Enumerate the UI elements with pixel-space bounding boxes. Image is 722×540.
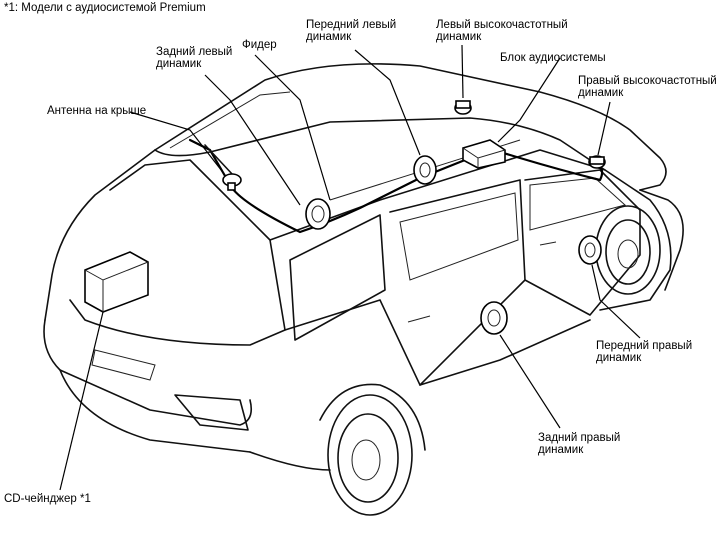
right-tweeter — [588, 155, 606, 169]
label-rear-left-speaker: Задний левый динамик — [156, 46, 233, 70]
rear-left-speaker — [305, 198, 331, 230]
premium-note: *1: Модели с аудиосистемой Premium — [4, 2, 206, 14]
label-front-left-speaker: Передний левый динамик — [306, 19, 397, 43]
label-feeder: Фидер — [242, 39, 277, 51]
rear-right-speaker — [480, 301, 508, 335]
label-rear-right-speaker: Задний правый динамик — [538, 432, 621, 456]
wiring-harness — [230, 150, 604, 234]
label-roof-antenna: Антенна на крыше — [47, 105, 147, 117]
front-right-speaker — [578, 235, 602, 265]
label-left-tweeter: Левый высокочастотный динамик — [436, 19, 568, 43]
roof-antenna — [204, 144, 242, 191]
leader-lines — [59, 44, 641, 491]
audio-unit — [462, 139, 506, 169]
front-left-speaker — [413, 155, 437, 185]
car-body — [43, 63, 684, 516]
label-right-tweeter: Правый высокочастотный динамик — [578, 75, 717, 99]
cd-changer — [84, 251, 149, 313]
left-tweeter — [454, 100, 472, 115]
label-front-right-speaker: Передний правый динамик — [596, 340, 693, 364]
label-audio-unit: Блок аудиосистемы — [500, 52, 606, 64]
label-cd-changer: CD-чейнджер *1 — [4, 493, 91, 505]
